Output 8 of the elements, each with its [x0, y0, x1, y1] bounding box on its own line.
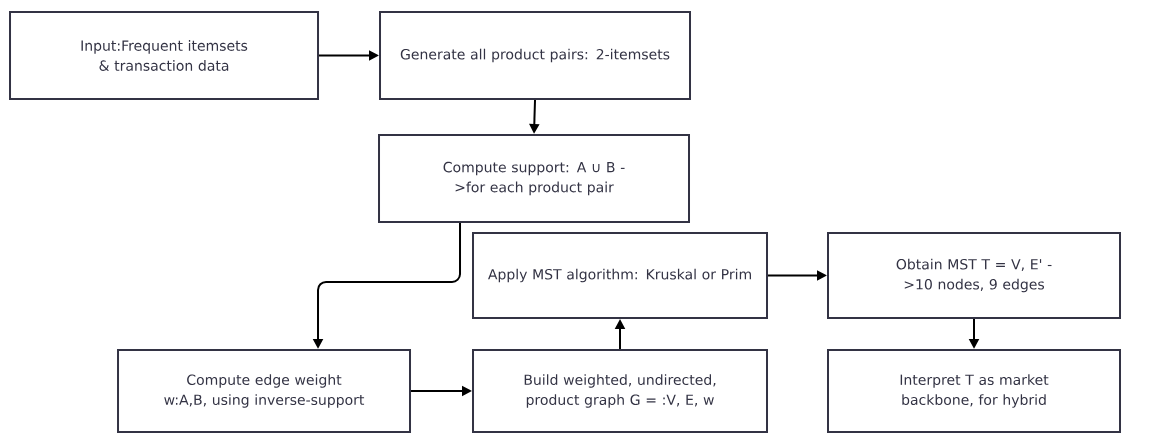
- process-box: Apply MST algorithm: Kruskal or Prim: [472, 232, 768, 319]
- process-box: Compute edge weight w:A,B, using inverse-support: [117, 349, 411, 433]
- process-box: Interpret T as market backbone, for hybrid: [827, 349, 1121, 433]
- process-box: Obtain MST T = V, E' ->10 nodes, 9 edges: [827, 232, 1121, 319]
- process-box: Build weighted, undirected, product graph G = :V, E, w: [472, 349, 768, 433]
- process-box: Generate all product pairs: 2-itemsets: [379, 11, 691, 100]
- process-box: Compute support: A ∪ B ->for each product pair: [378, 134, 690, 223]
- process-box: Input:Frequent itemsets & transaction data: [9, 11, 319, 100]
